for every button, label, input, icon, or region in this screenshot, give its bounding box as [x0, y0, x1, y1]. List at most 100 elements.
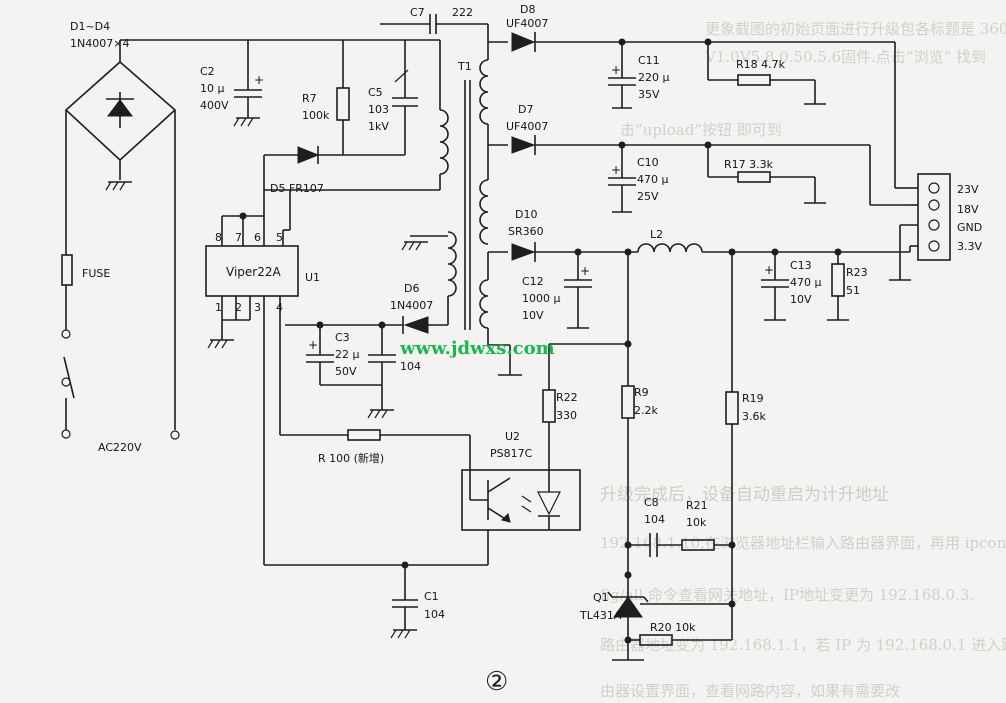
label-r17: R17 3.3k — [724, 158, 774, 171]
label-ic: Viper22A — [226, 265, 281, 279]
pin-3: 3 — [254, 301, 261, 314]
label-d6: D6 — [404, 282, 419, 295]
svg-text:+: + — [308, 338, 318, 352]
label-c11-value: 220 μ — [638, 71, 670, 84]
label-out-23v: 23V — [957, 183, 979, 196]
resistor-r23 — [831, 263, 845, 297]
label-r20: R20 10k — [650, 621, 696, 634]
label-c10-value: 470 μ — [637, 173, 669, 186]
diode-d10 — [511, 243, 536, 261]
label-c10-voltage: 25V — [637, 190, 659, 203]
svg-text:+: + — [580, 264, 590, 278]
label-r23-value: 51 — [846, 284, 860, 297]
label-c10: C10 — [637, 156, 659, 169]
label-c2-value: 10 μ — [200, 82, 225, 95]
label-c2: C2 — [200, 65, 215, 78]
label-r19-value: 3.6k — [742, 410, 766, 423]
connector-pin-23v — [928, 182, 940, 194]
svg-text:+: + — [611, 63, 621, 77]
figure-number: ② — [485, 667, 508, 697]
label-c2-voltage: 400V — [200, 99, 229, 112]
diode-d5 — [297, 146, 320, 164]
watermark: www.jdwxs.com — [399, 338, 555, 359]
label-d1-d4: D1~D4 — [70, 20, 110, 33]
svg-text:+: + — [764, 263, 774, 277]
label-out-18v: 18V — [957, 203, 979, 216]
resistor-r17 — [737, 171, 771, 183]
bg-text-top-2: V1.0V5.8.0.50.5.6固件.点击“浏览” 找到 — [704, 48, 986, 66]
label-c13-value: 470 μ — [790, 276, 822, 289]
transformer-t1 — [264, 80, 471, 330]
pin-1: 1 — [215, 301, 222, 314]
label-c5-value: 103 — [368, 103, 389, 116]
label-out-gnd: GND — [957, 221, 982, 234]
diode-d7 — [511, 136, 536, 154]
label-c3: C3 — [335, 331, 350, 344]
resistor-r9 — [621, 385, 635, 419]
label-c5-voltage: 1kV — [368, 120, 389, 133]
label-c5: C5 — [368, 86, 383, 99]
bg-text-top-3: 击“upload”按钮 即可到 — [620, 121, 782, 139]
label-c12-voltage: 10V — [522, 309, 544, 322]
svg-text:+: + — [254, 73, 264, 87]
connector-pin-18v — [928, 199, 940, 211]
diode-d6 — [403, 316, 429, 334]
label-c3-value: 22 μ — [335, 348, 360, 361]
label-r19: R19 — [742, 392, 764, 405]
label-fuse: FUSE — [82, 267, 110, 280]
label-c13-voltage: 10V — [790, 293, 812, 306]
label-u1: U1 — [305, 271, 320, 284]
label-d1-d4-part: 1N4007×4 — [70, 37, 129, 50]
diode-d8 — [511, 32, 536, 52]
bg-text-body-2: 192.168.1.10,在浏览器地址栏输入路由器界面，再用 ipcon- — [600, 534, 1006, 552]
label-d10: D10 — [515, 208, 537, 221]
label-d10-part: SR360 — [508, 225, 544, 238]
label-u2-part: PS817C — [490, 447, 533, 460]
label-c11: C11 — [638, 54, 660, 67]
label-t1: T1 — [457, 60, 472, 73]
pin-2: 2 — [235, 301, 242, 314]
connector-pin-3v3 — [928, 240, 940, 252]
label-c12-value: 1000 μ — [522, 292, 561, 305]
connector-pin-gnd — [928, 219, 940, 231]
label-c1: C1 — [424, 590, 439, 603]
bridge-rectifier — [64, 40, 180, 440]
label-r22-value: 330 — [556, 409, 577, 422]
bg-text-body-5: 由器设置界面，查看网路内容，如果有需要改 — [600, 682, 900, 700]
label-q1: Q1 — [593, 591, 609, 604]
pin-6: 6 — [254, 231, 261, 244]
label-u2: U2 — [505, 430, 520, 443]
label-c3-voltage: 50V — [335, 365, 357, 378]
label-r9-value: 2.2k — [634, 404, 658, 417]
ic-viper22a — [205, 245, 299, 297]
label-out-3v3: 3.3V — [957, 240, 982, 253]
background-bleed-text: 更象截图的初始页面进行升级包各标题是 360 V1.0V5.8.0.50.5.6… — [600, 20, 1006, 700]
resistor-r7 — [336, 87, 350, 121]
pin-5: 5 — [276, 231, 283, 244]
label-r21-value: 10k — [686, 516, 707, 529]
label-c7: C7 — [410, 6, 425, 19]
resistor-r-100 — [347, 429, 381, 441]
label-d8-part: UF4007 — [506, 17, 548, 30]
label-c7-value: 222 — [452, 6, 473, 19]
label-d7: D7 — [518, 103, 533, 116]
label-d7-part: UF4007 — [506, 120, 548, 133]
label-r7-value: 100k — [302, 109, 330, 122]
label-c8-value: 104 — [644, 513, 665, 526]
resistor-r18 — [737, 74, 771, 86]
ground-symbol — [105, 181, 132, 191]
label-r22: R22 — [556, 391, 578, 404]
label-l2: L2 — [650, 228, 663, 241]
label-d6-part: 1N4007 — [390, 299, 433, 312]
label-c13: C13 — [790, 259, 812, 272]
label-ac220v: AC220V — [98, 441, 142, 454]
label-c8: C8 — [644, 496, 659, 509]
label-d8: D8 — [520, 3, 535, 16]
resistor-r22 — [542, 389, 556, 423]
label-c12: C12 — [522, 275, 544, 288]
optocoupler-u2 — [461, 469, 581, 531]
label-c3b-value: 104 — [400, 360, 421, 373]
label-q1-part: TL431A — [579, 609, 622, 622]
